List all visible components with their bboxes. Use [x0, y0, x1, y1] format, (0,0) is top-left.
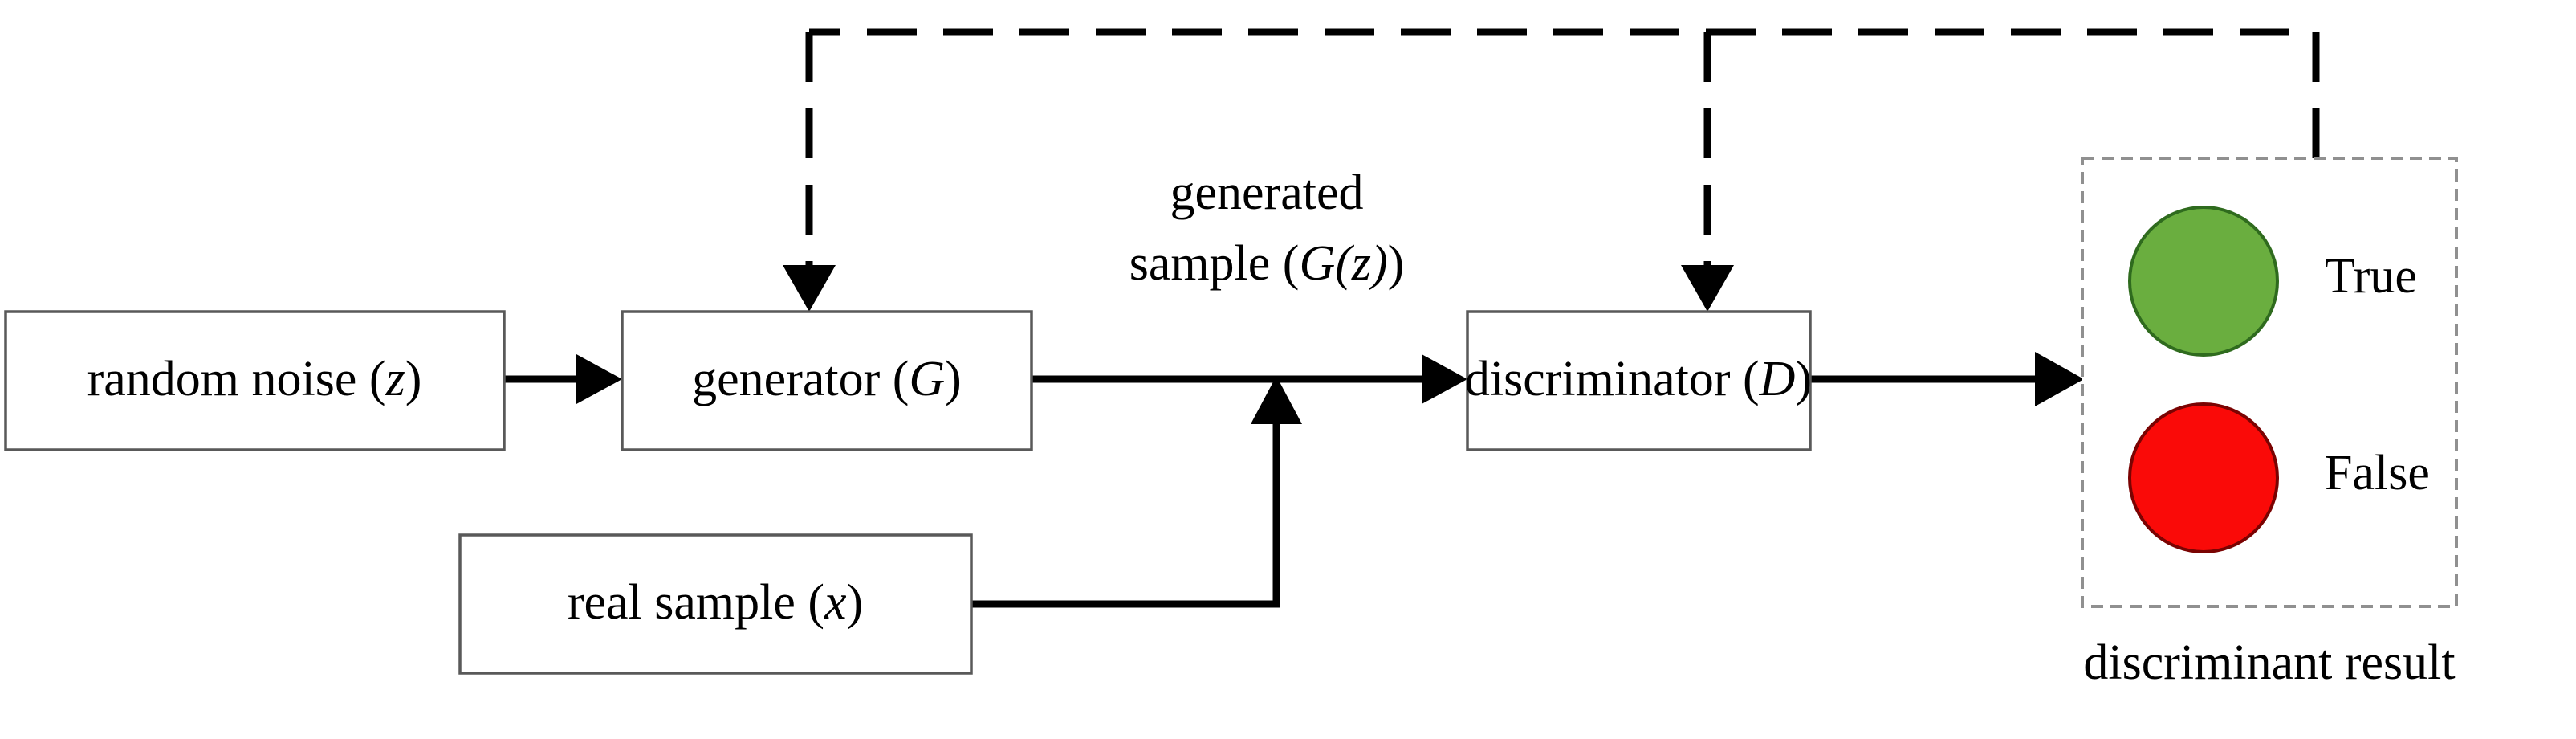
edge-feedback-to-discriminator — [1681, 32, 1734, 312]
false-circle-icon[interactable] — [2128, 402, 2279, 553]
arrowhead-down-icon — [783, 265, 836, 312]
node-generator[interactable]: generator (G) — [621, 310, 1033, 451]
edge-label-generated-sample-text: sample ( — [1129, 236, 1300, 291]
node-real-sample-label: real sample (x) — [568, 575, 863, 630]
arrowhead-right-icon — [576, 354, 622, 404]
node-random-noise-label: random noise (z) — [87, 352, 422, 406]
result-panel-caption: discriminant result — [2083, 635, 2455, 690]
edge-label-generated-sample-var: G(z) — [1299, 236, 1387, 291]
result-item-false-label: False — [2325, 446, 2430, 500]
node-discriminator[interactable]: discriminator (D) — [1465, 310, 1812, 451]
arrowhead-right-icon — [1422, 354, 1467, 404]
node-discriminator-label-text: discriminator ( — [1465, 352, 1760, 406]
node-generator-label: generator (G) — [692, 352, 962, 406]
result-item-true-label: True — [2325, 249, 2417, 304]
node-discriminator-label-var: D — [1759, 352, 1796, 406]
edge-discriminator-to-result — [1810, 352, 2084, 406]
node-generator-label-tail: ) — [945, 352, 962, 406]
result-panel-border[interactable] — [2081, 157, 2458, 608]
arrowhead-down-icon — [1681, 265, 1734, 312]
true-circle-icon[interactable] — [2128, 206, 2279, 357]
result-panel[interactable]: True False — [2081, 157, 2458, 608]
arrowhead-up-icon — [1251, 376, 1302, 424]
edge-label-generated-sample-line2: sample (G(z)) — [1129, 236, 1405, 291]
edge-label-generated-sample-line1: generated — [1170, 165, 1364, 220]
edge-feedback-bus-path — [809, 28, 2320, 158]
node-discriminator-box[interactable] — [1466, 310, 1812, 451]
node-real-sample-label-text: real sample ( — [568, 575, 824, 630]
edge-feedback-bus — [809, 28, 2320, 158]
edge-label-generated-sample: generated sample (G(z)) — [1129, 165, 1405, 291]
edge-real-sample-to-spine — [971, 376, 1302, 608]
node-discriminator-label-tail: ) — [1795, 352, 1812, 406]
node-generator-label-text: generator ( — [692, 352, 909, 406]
node-random-noise-label-tail: ) — [405, 352, 422, 406]
node-random-noise[interactable]: random noise (z) — [4, 310, 506, 451]
edge-real-sample-path — [971, 411, 1280, 608]
edge-feedback-to-generator — [783, 32, 836, 312]
node-random-noise-label-text: random noise ( — [87, 352, 386, 406]
node-real-sample-label-tail: ) — [847, 575, 864, 630]
node-discriminator-label: discriminator (D) — [1465, 352, 1812, 406]
edge-noise-to-generator — [503, 354, 622, 404]
result-item-true[interactable]: True — [2128, 206, 2417, 357]
node-generator-box[interactable] — [621, 310, 1033, 451]
node-random-noise-label-var: z — [385, 352, 405, 406]
node-real-sample[interactable]: real sample (x) — [458, 533, 973, 675]
result-item-false[interactable]: False — [2128, 402, 2430, 553]
node-real-sample-box[interactable] — [458, 533, 973, 675]
arrowhead-right-icon — [2035, 352, 2084, 406]
edge-label-generated-sample-tail: ) — [1388, 236, 1405, 291]
node-generator-label-var: G — [909, 352, 945, 406]
edge-generator-to-discriminator — [1032, 354, 1467, 404]
node-real-sample-label-var: x — [824, 575, 847, 630]
node-random-noise-box[interactable] — [4, 310, 506, 451]
